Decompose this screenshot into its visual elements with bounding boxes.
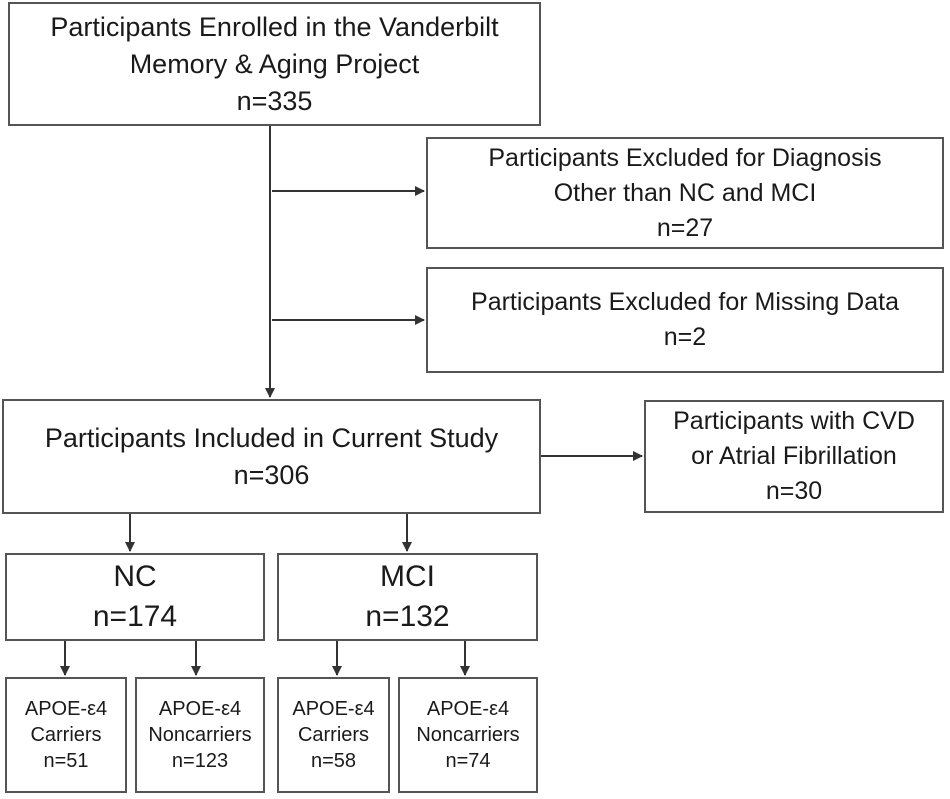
- node-included-line-1: Participants Included in Current Study: [44, 422, 499, 453]
- node-excluded-diagnosis-count: n=27: [656, 213, 714, 242]
- node-mci: MCI n=132: [277, 553, 538, 641]
- node-mci-carriers-line-1: APOE-ε4: [292, 698, 375, 720]
- node-mci-noncarriers-line-1: APOE-ε4: [426, 698, 510, 720]
- node-cvd-af-line-1: Participants with CVD: [673, 407, 915, 435]
- node-enrolled-count: n=335: [236, 85, 313, 116]
- node-nc: NC n=174: [5, 553, 265, 641]
- node-mci-noncarriers: APOE-ε4 Noncarriers n=74: [398, 677, 538, 793]
- node-mci-count: n=132: [365, 600, 450, 633]
- node-mci-noncarriers-line-2: Noncarriers: [416, 724, 520, 746]
- node-excluded-diagnosis-line-1: Participants Excluded for Diagnosis: [488, 143, 882, 172]
- node-excluded-missing-line-1: Participants Excluded for Missing Data: [471, 288, 899, 316]
- node-nc-noncarriers-line-2: Noncarriers: [148, 724, 252, 746]
- node-nc-noncarriers-line-1: APOE-ε4: [158, 698, 242, 720]
- node-excluded-diagnosis: Participants Excluded for Diagnosis Othe…: [426, 137, 944, 249]
- node-mci-noncarriers-count: n=74: [445, 750, 491, 772]
- node-mci-carriers-line-2: Carriers: [297, 724, 370, 746]
- node-enrolled-line-1: Participants Enrolled in the Vanderbilt: [50, 11, 499, 42]
- node-cvd-af-count: n=30: [765, 477, 823, 505]
- node-excluded-missing-count: n=2: [663, 323, 707, 351]
- node-mci-carriers: APOE-ε4 Carriers n=58: [277, 677, 390, 793]
- node-included: Participants Included in Current Study n…: [2, 399, 541, 514]
- node-cvd-af-line-2: or Atrial Fibrillation: [691, 442, 897, 470]
- node-nc-noncarriers: APOE-ε4 Noncarriers n=123: [135, 677, 265, 793]
- node-nc-carriers-line-1: APOE-ε4: [24, 698, 108, 720]
- node-nc-carriers-count: n=51: [43, 750, 89, 772]
- node-mci-carriers-count: n=58: [310, 750, 357, 772]
- node-enrolled-line-2: Memory & Aging Project: [129, 48, 420, 79]
- node-nc-carriers: APOE-ε4 Carriers n=51: [5, 677, 127, 793]
- node-mci-label: MCI: [380, 560, 435, 593]
- node-included-count: n=306: [233, 459, 310, 490]
- node-excluded-diagnosis-line-2: Other than NC and MCI: [553, 178, 817, 207]
- node-cvd-af: Participants with CVD or Atrial Fibrilla…: [644, 400, 944, 513]
- node-nc-count: n=174: [92, 600, 178, 633]
- node-excluded-missing: Participants Excluded for Missing Data n…: [426, 267, 944, 373]
- node-nc-noncarriers-count: n=123: [171, 750, 229, 772]
- node-enrolled: Participants Enrolled in the Vanderbilt …: [8, 2, 541, 126]
- node-nc-carriers-line-2: Carriers: [30, 724, 102, 746]
- node-nc-label: NC: [113, 560, 157, 593]
